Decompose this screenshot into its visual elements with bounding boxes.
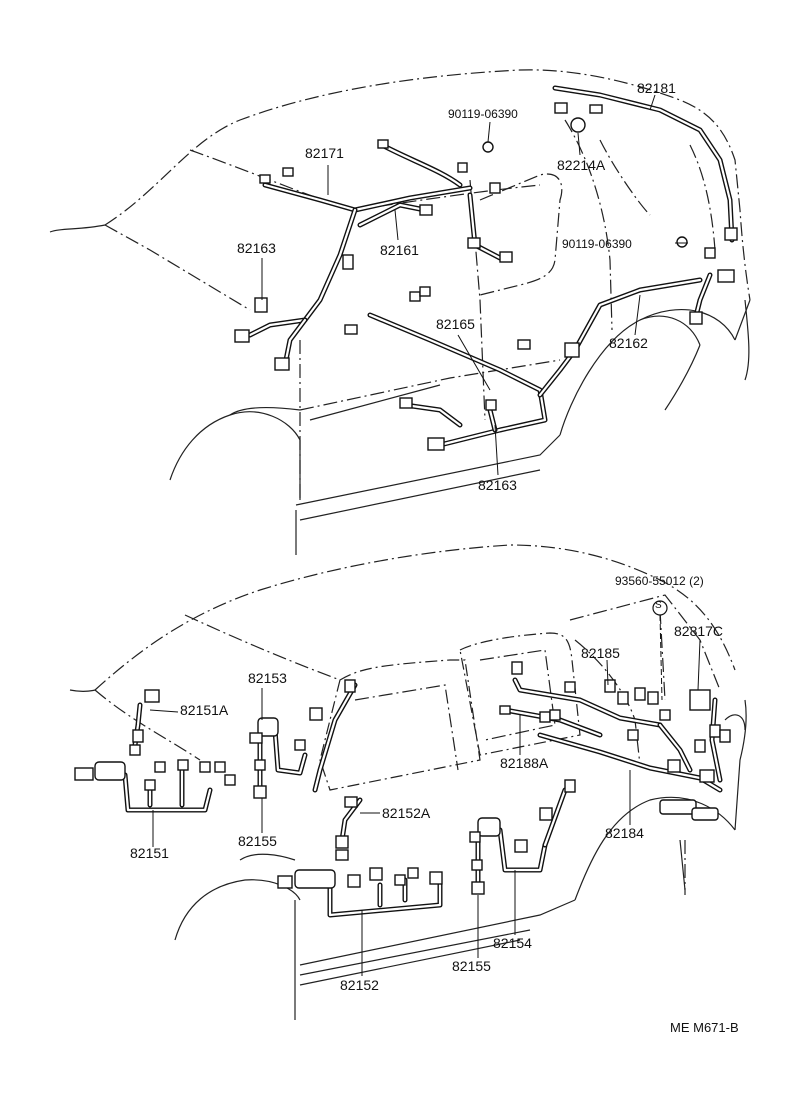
part-label-82184: 82184: [605, 825, 644, 841]
part-label-82152: 82152: [340, 977, 379, 993]
drawing-reference-code: ME M671-B: [670, 1020, 739, 1035]
bottom-leader-lines: [149, 614, 701, 976]
part-label-82152A: 82152A: [382, 805, 431, 821]
part-label-82151: 82151: [130, 845, 169, 861]
part-label-90119-06390-top: 90119-06390: [448, 107, 518, 121]
part-label-82153: 82153: [248, 670, 287, 686]
part-label-82163-upper: 82163: [237, 240, 276, 256]
part-label-82188A: 82188A: [500, 755, 549, 771]
top-leader-lines: [261, 94, 688, 476]
part-label-90119-06390-right: 90119-06390: [562, 237, 632, 251]
part-label-82181: 82181: [637, 80, 676, 96]
part-label-82161: 82161: [380, 242, 419, 258]
top-harness-wires: [247, 85, 735, 448]
part-label-82165: 82165: [436, 316, 475, 332]
part-label-82151A: 82151A: [180, 702, 229, 718]
part-label-82185: 82185: [581, 645, 620, 661]
top-vehicle-body: [49, 69, 751, 555]
screw-symbol-letter: S: [655, 600, 662, 611]
screw-symbol: [652, 600, 668, 616]
part-label-82214A: 82214A: [557, 157, 606, 173]
bottom-vehicle-body: [69, 544, 747, 1020]
part-label-82162: 82162: [609, 335, 648, 351]
part-label-93560-55012: 93560-55012 (2): [615, 574, 704, 588]
part-label-82171: 82171: [305, 145, 344, 161]
part-label-82163-lower: 82163: [478, 477, 517, 493]
bottom-connectors: [74, 661, 731, 895]
part-label-82817C: 82817C: [674, 623, 724, 639]
part-label-82154: 82154: [493, 935, 532, 951]
top-connectors: [234, 102, 738, 451]
part-label-82155-front: 82155: [238, 833, 277, 849]
part-label-82155-rear: 82155: [452, 958, 491, 974]
